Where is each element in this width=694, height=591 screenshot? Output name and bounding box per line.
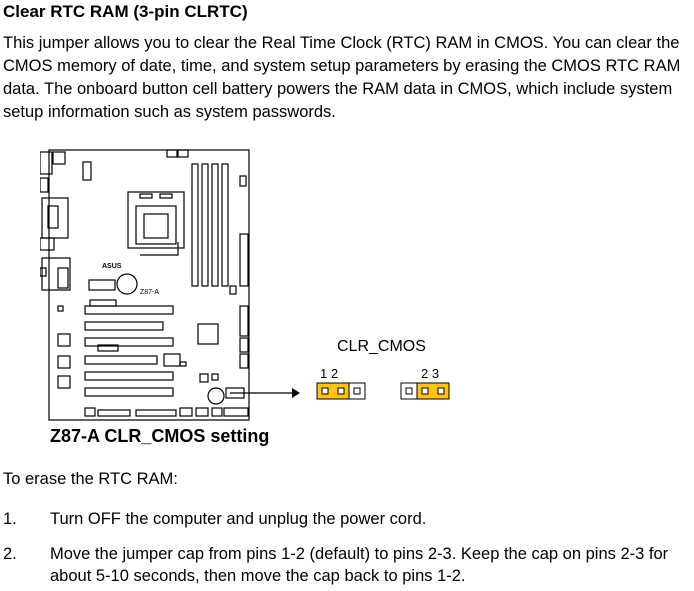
section-heading: Clear RTC RAM (3-pin CLRTC) [3, 2, 248, 21]
intro-paragraph: This jumper allows you to clear the Real… [3, 34, 681, 121]
jumper-setting-2-3 [400, 382, 450, 400]
motherboard-diagram: ASUS Z87-A [40, 149, 250, 421]
board-model-label: Z87-A [140, 289, 159, 296]
cpu-socket [127, 191, 185, 249]
board-outline [48, 149, 250, 421]
jumper-setting-1-2 [316, 382, 366, 400]
cmos-battery [116, 273, 138, 295]
step-text: Turn OFF the computer and unplug the pow… [50, 510, 427, 528]
step-number: 2. [3, 545, 17, 563]
diagram-caption: Z87-A CLR_CMOS setting [50, 426, 270, 446]
jumper-label: CLR_CMOS [337, 338, 426, 355]
pins-1-2-label: 1 2 [320, 366, 339, 381]
steps-intro: To erase the RTC RAM: [3, 470, 178, 488]
step-number: 1. [3, 510, 17, 528]
pointer-arrow [230, 388, 300, 398]
chipset [197, 323, 219, 345]
board-brand-logo: ASUS [102, 263, 122, 270]
pins-2-3-label: 2 3 [421, 366, 440, 381]
step-text: Move the jumper cap from pins 1-2 (defau… [50, 545, 669, 585]
